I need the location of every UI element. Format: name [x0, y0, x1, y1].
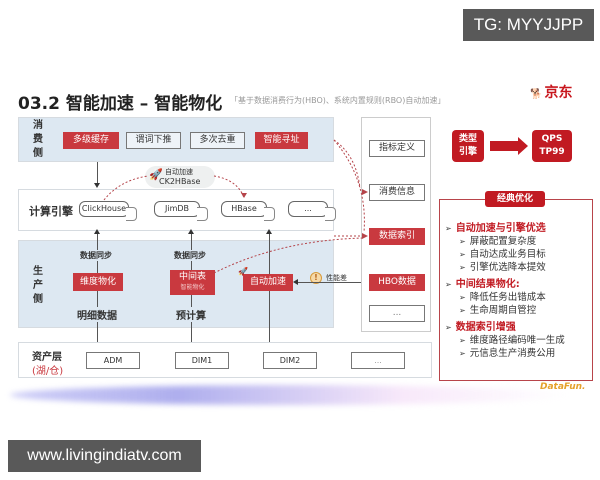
engine-jimdb: JimDB: [154, 201, 208, 221]
compute-engine-layer: [18, 189, 334, 231]
opt-heading: 自动加速与引擎优选: [445, 222, 591, 235]
opt-item: 生命周期自管控: [445, 304, 591, 317]
optimizations-list: 自动加速与引擎优选 屏蔽配置复杂度 自动达成业务目标 引擎优选降本提效 中间结果…: [445, 222, 591, 364]
engine-more: ...: [288, 201, 336, 221]
right-arrow-icon: [490, 137, 528, 155]
opt-item: 元信息生产消费公用: [445, 347, 591, 360]
intermediate-table-label: 中间表: [178, 272, 206, 282]
data-sync-label-1: 数据同步: [80, 250, 112, 261]
slide-title: 03.2 智能加速 – 智能物化: [18, 94, 223, 114]
logo-text: 京东: [544, 85, 573, 101]
sync-line-1: [94, 229, 100, 378]
accel-badge: 🚀 自动加速 CK2HBase: [145, 166, 215, 188]
opt-item: 自动达成业务目标: [445, 248, 591, 261]
chip-auto-accelerate: 自动加速: [243, 274, 293, 291]
opt-item: 维度路径编码唯一生成: [445, 334, 591, 347]
sync-line-2: [188, 229, 194, 378]
meta-data-index: 数据索引: [369, 228, 425, 245]
engine-clickhouse: ClickHouse: [79, 201, 137, 221]
arrow-consume-to-compute: [94, 162, 100, 188]
opt-item: 屏蔽配置复杂度: [445, 235, 591, 248]
perf-warning-label: 性能差: [326, 274, 347, 282]
consume-to-data-index-dash: [333, 139, 365, 233]
warning-icon: !: [310, 272, 322, 284]
rocket-icon-small: 🚀: [238, 267, 248, 276]
opt-group-materialize: 中间结果物化: 降低任务出错成本 生命周期自管控: [445, 278, 591, 317]
chip-multi-level-cache: 多级缓存: [63, 132, 119, 149]
opt-item: 引擎优选降本提效: [445, 261, 591, 274]
intermediate-table-sublabel: 智能物化: [180, 284, 205, 291]
asset-layer-label: 资产层: [32, 352, 62, 363]
chip-multi-dedup: 多次去重: [190, 132, 245, 149]
opt-heading: 数据索引增强: [445, 321, 591, 334]
decorative-swoosh: [10, 385, 570, 405]
qps-tp99-tile: QPS TP99: [532, 130, 572, 162]
optimizations-title: 经典优化: [485, 191, 545, 207]
chip-dimension-materialize: 维度物化: [73, 273, 123, 291]
compute-layer-label: 计算引擎: [29, 205, 73, 218]
jd-dog-icon: 🐕: [530, 89, 543, 100]
rocket-icon: 🚀: [149, 168, 163, 181]
watermark-bottom: www.livingindiatv.com: [8, 440, 201, 472]
opt-heading: 中间结果物化:: [445, 278, 591, 291]
asset-dim1: DIM1: [175, 352, 229, 369]
meta-hbo-data: HBO数据: [369, 274, 425, 291]
accel-badge-line1: 自动加速: [165, 168, 193, 176]
chip-predicate-pushdown: 谓词下推: [126, 132, 181, 149]
consume-layer-label: 消 费 侧: [33, 120, 43, 159]
perf-arrow-head: [293, 279, 298, 285]
asset-layer-sublabel: (湖/仓): [32, 366, 64, 377]
consume-to-consumption-info-dash: [333, 139, 361, 189]
produce-layer-label: 生 产 侧: [33, 266, 43, 305]
perf-arrow-line: [296, 282, 369, 283]
meta-consumption-info: 消费信息: [369, 184, 425, 201]
asset-more: ...: [351, 352, 405, 369]
detail-data-label: 明细数据: [77, 307, 117, 322]
meta-more: ...: [369, 305, 425, 322]
chip-intermediate-table: 中间表 智能物化: [170, 270, 215, 295]
opt-item: 降低任务出错成本: [445, 291, 591, 304]
precompute-label: 预计算: [176, 307, 206, 322]
watermark-top: TG: MYYJJPP: [463, 9, 594, 41]
asset-adm: ADM: [86, 352, 140, 369]
meta-metric-definition: 指标定义: [369, 140, 425, 157]
jd-logo: 🐕京东: [530, 82, 572, 102]
chip-smart-addressing: 智能寻址: [255, 132, 308, 149]
opt-group-auto-accel: 自动加速与引擎优选 屏蔽配置复杂度 自动达成业务目标 引擎优选降本提效: [445, 222, 591, 274]
type-engine-tile: 类型 引擎: [452, 130, 484, 162]
asset-dim2: DIM2: [263, 352, 317, 369]
datafun-logo: DataFun.: [540, 382, 586, 392]
slide-subtitle: 「基于数据消费行为(HBO)、系统内置规则(RBO)自动加速」: [230, 96, 446, 105]
accel-badge-line2: CK2HBase: [159, 177, 201, 186]
engine-hbase: HBase: [221, 201, 275, 221]
opt-group-index: 数据索引增强 维度路径编码唯一生成 元信息生产消费公用: [445, 321, 591, 360]
data-sync-label-2: 数据同步: [174, 250, 206, 261]
